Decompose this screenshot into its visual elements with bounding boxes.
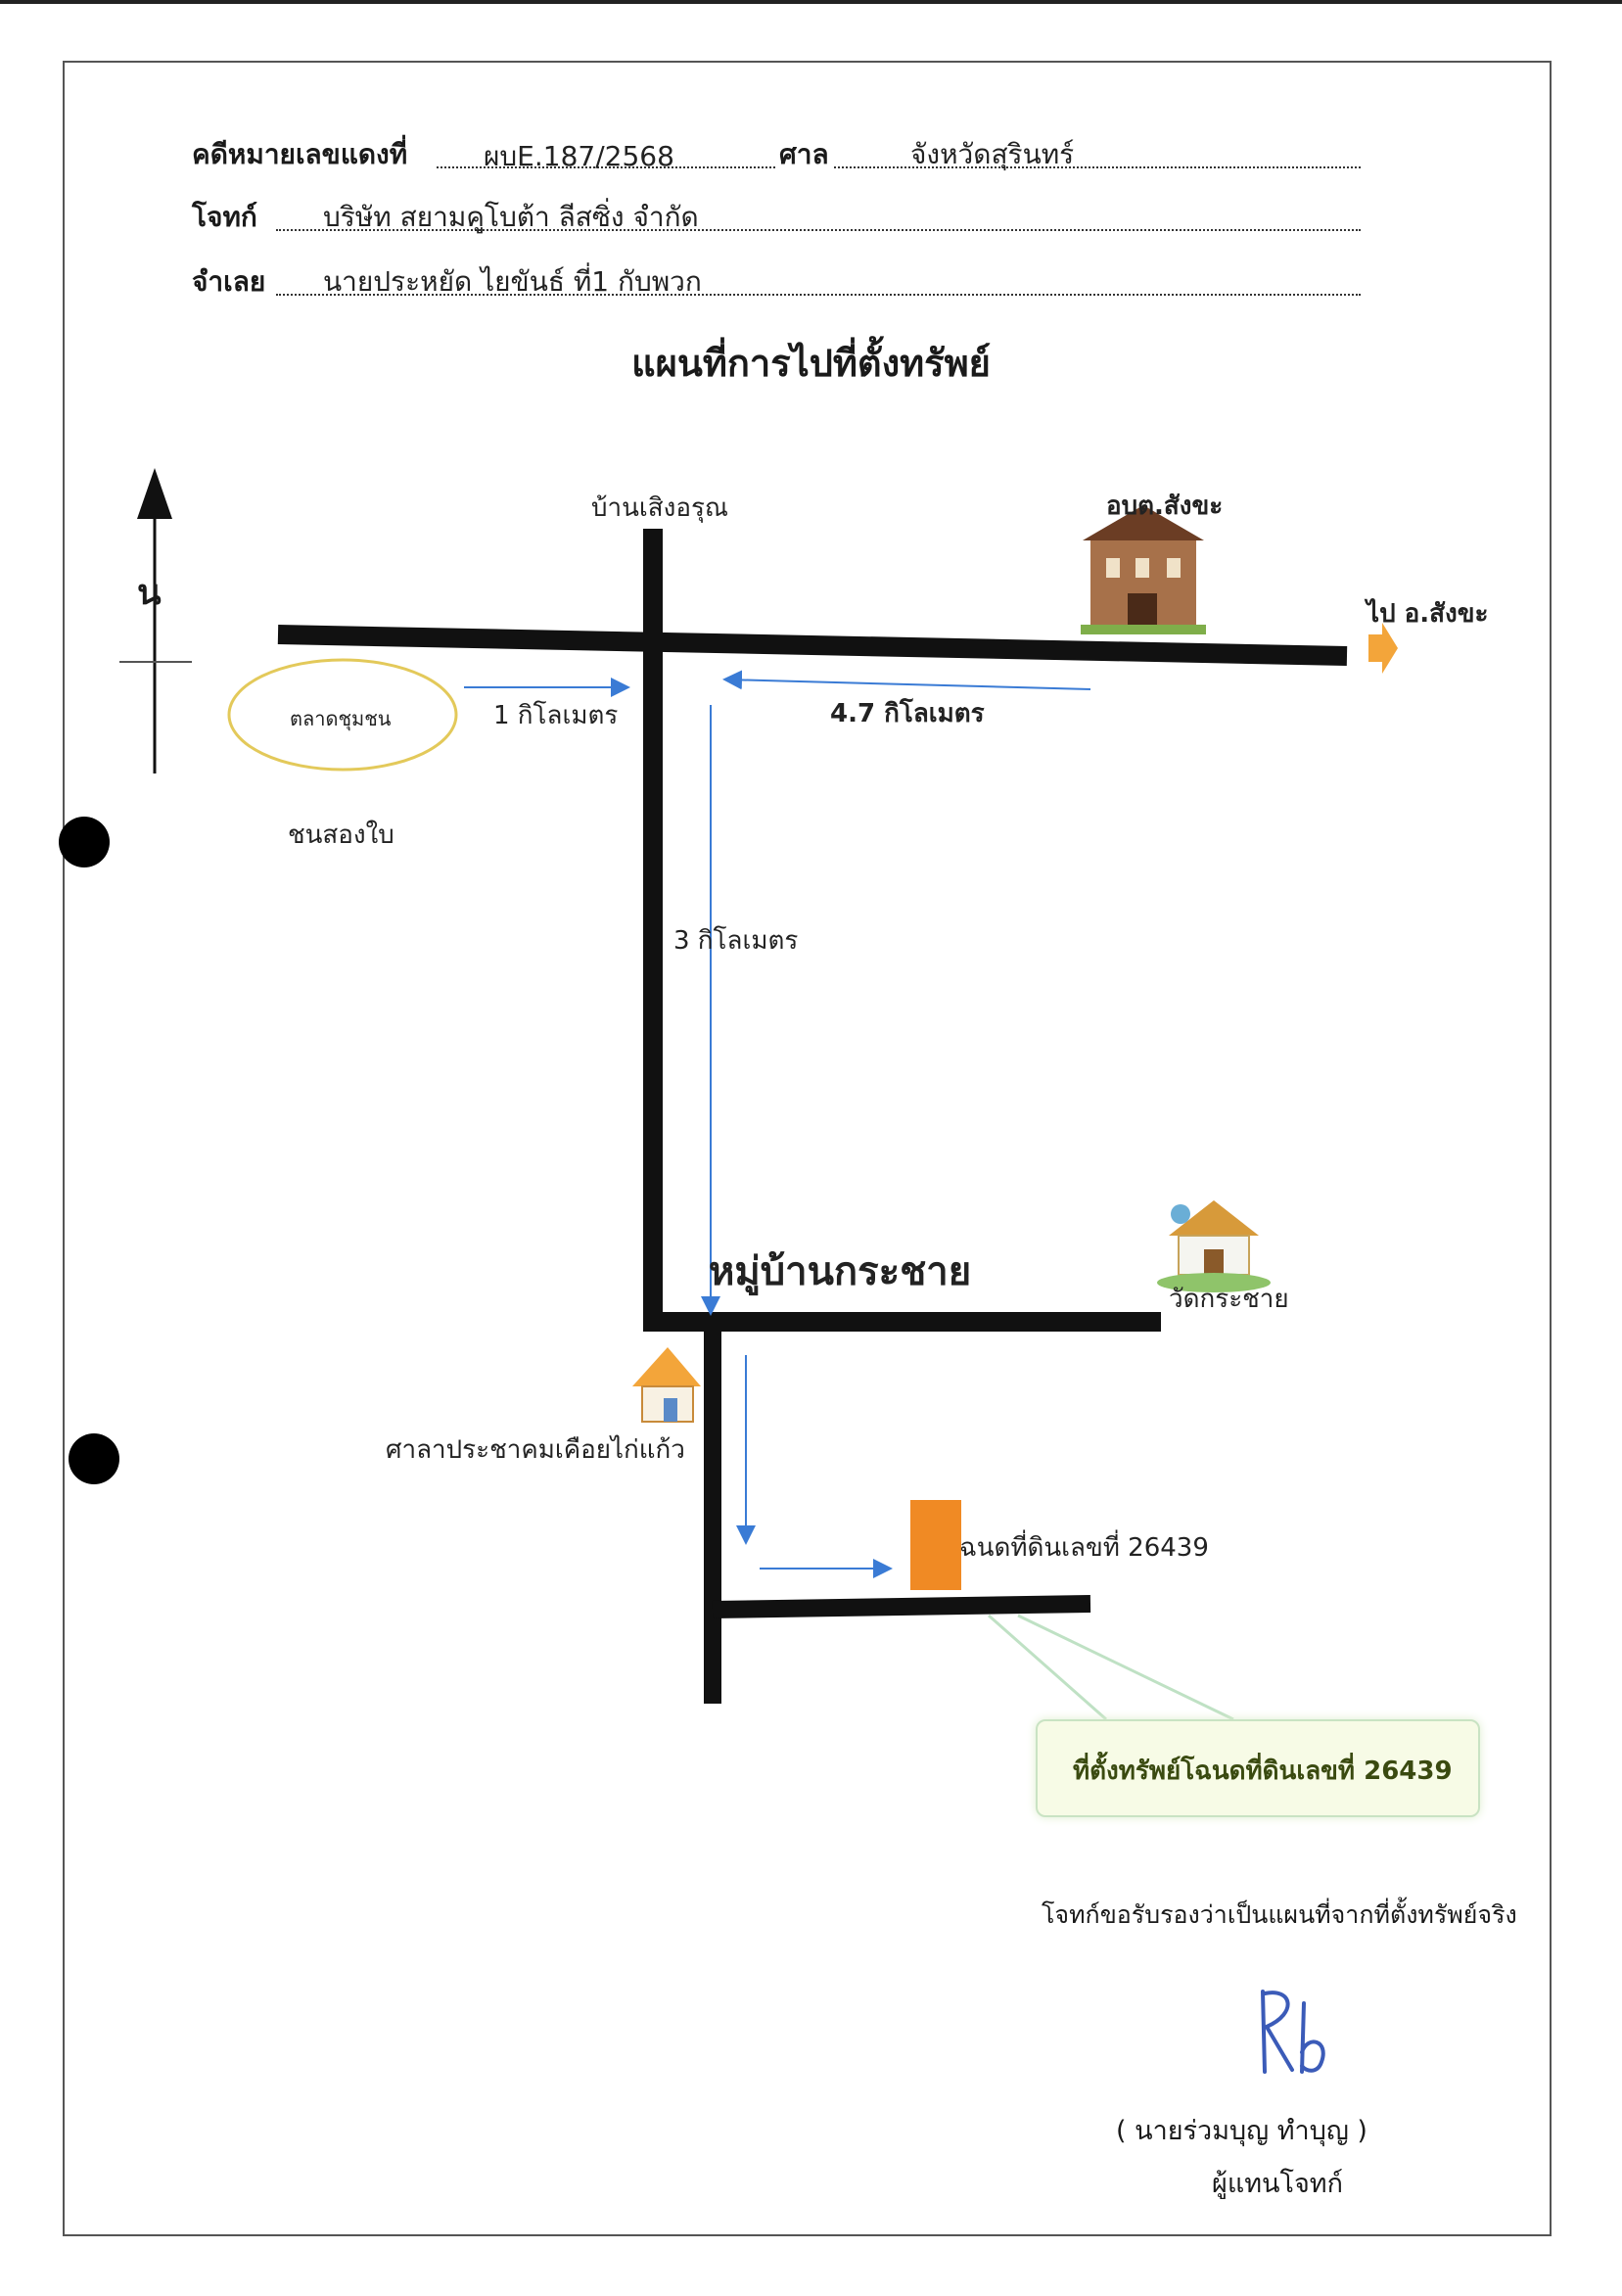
temple-label: วัดกระชาย (1169, 1285, 1289, 1314)
temple-icon (1157, 1200, 1271, 1292)
market-marker (227, 658, 458, 772)
top-border-line (0, 0, 1622, 4)
case-number-line (437, 166, 775, 168)
market-label: ตลาดชุมชน (290, 707, 392, 730)
deed-label: ฉนดที่ดินเลขที่ 26439 (959, 1533, 1209, 1563)
defendant-value: นายประหยัด ไยขันธ์ ที่1 กับพวก (323, 265, 702, 298)
office-building-icon (1081, 505, 1206, 634)
north-label: น (137, 573, 162, 613)
page-frame (63, 61, 1552, 2236)
pavilion-label: ศาลาประชาคมเคือยไก่แก้ว (386, 1435, 685, 1465)
map-title: แผนที่การไปที่ตั้งทรัพย์ (631, 342, 991, 385)
court-label: ศาล (779, 138, 829, 170)
defendant-line (276, 294, 1361, 296)
village-north-label: บ้านเสิงอรุณ (591, 493, 729, 523)
plaintiff-value: บริษัท สยามคูโบต้า ลีสซิ่ง จำกัด (323, 201, 699, 233)
case-number-label: คดีหมายเลขแดงที่ (192, 138, 408, 170)
punch-hole (59, 817, 110, 867)
destination-arrow-icon (1368, 623, 1398, 674)
defendant-label: จำเลย (192, 265, 266, 298)
court-line (834, 166, 1361, 168)
distance-2-label: 4.7 กิโลเมตร (830, 699, 985, 728)
property-callout: ที่ตั้งทรัพย์โฉนดที่ดินเลขที่ 26439 (1036, 1719, 1480, 1817)
property-callout-text: ที่ตั้งทรัพย์โฉนดที่ดินเลขที่ 26439 (1073, 1757, 1453, 1786)
village-main-label: หมู่บ้านกระชาย (709, 1249, 972, 1294)
office-label: อบต.สังขะ (1106, 492, 1224, 521)
destination-label: ไป อ.สังขะ (1367, 599, 1489, 629)
handwritten-signature (1261, 1990, 1325, 2074)
signature-name: ( นายร่วมบุญ ทำบุญ ) (1116, 2116, 1367, 2146)
distance-arrows (464, 670, 1091, 1578)
market-area-label: ชนสองใบ (288, 820, 394, 850)
case-number-value: ผบE.187/2568 (484, 140, 674, 172)
court-value: จังหวัดสุรินทร์ (910, 138, 1075, 170)
pavilion-house-icon (632, 1347, 701, 1423)
callout-leader (988, 1614, 1234, 1721)
distance-1-label: 1 กิโลเมตร (493, 701, 619, 730)
certification-statement: โจทก์ขอรับรองว่าเป็นแผนที่จากที่ตั้งทรัพ… (1042, 1900, 1517, 1929)
road-parcel-access (712, 1595, 1091, 1618)
north-arrow (119, 468, 192, 773)
road-network (277, 529, 1348, 1704)
signature-role: ผู้แทนโจทก์ (1212, 2169, 1343, 2199)
plaintiff-line (276, 229, 1361, 231)
land-parcel-marker (910, 1500, 961, 1590)
punch-hole (69, 1433, 119, 1484)
distance-3-label: 3 กิโลเมตร (673, 926, 799, 956)
plaintiff-label: โจทก์ (192, 201, 257, 233)
road-main-east-west (277, 625, 1348, 666)
